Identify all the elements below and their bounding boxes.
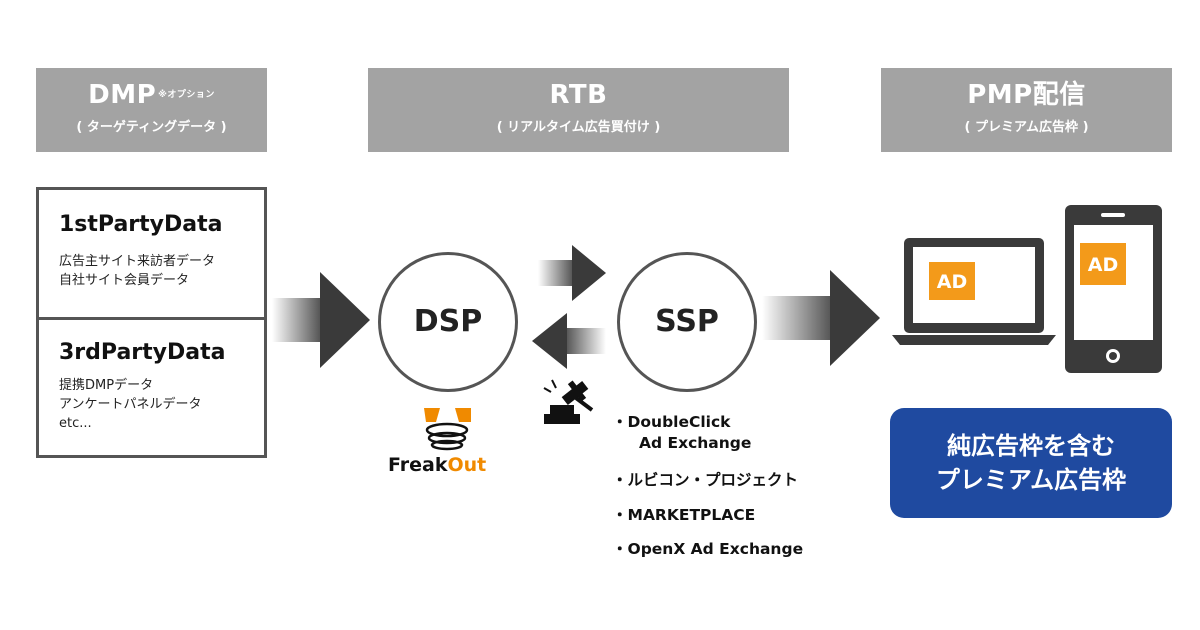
list-item: ・MARKETPLACE xyxy=(612,503,755,525)
rtb-header: RTB ( リアルタイム広告買付け ) xyxy=(368,68,789,152)
brand-prefix: Freak xyxy=(388,454,448,476)
rtb-subtitle: ( リアルタイム広告買付け ) xyxy=(496,120,661,135)
freakout-brand: FreakOut xyxy=(388,454,486,476)
list-item: ・DoubleClick xyxy=(612,410,730,432)
dmp-title: DMP xyxy=(88,80,157,110)
bullet: ・ xyxy=(612,471,628,489)
phone-ad-label: AD xyxy=(1080,243,1126,285)
list-item-label: Ad Exchange xyxy=(639,434,752,452)
third-party-data-box: 3rdPartyData 提携DMPデータ アンケートパネルデータ etc... xyxy=(36,320,267,458)
list-item: ・OpenX Ad Exchange xyxy=(612,537,803,559)
premium-line-1: 純広告枠を含む xyxy=(947,432,1115,460)
arrow-right-icon xyxy=(762,270,880,366)
rtb-title: RTB xyxy=(549,80,608,110)
third-party-lines: 提携DMPデータ アンケートパネルデータ etc... xyxy=(59,376,201,433)
list-item-label: OpenX Ad Exchange xyxy=(627,540,804,558)
bullet: ・ xyxy=(612,506,628,524)
bullet: ・ xyxy=(612,540,628,558)
pmp-header: PMP配信 ( プレミアム広告枠 ) xyxy=(881,68,1172,152)
ssp-node: SSP xyxy=(617,252,757,392)
third-party-line: アンケートパネルデータ xyxy=(59,397,202,412)
arrow-left-icon xyxy=(532,313,606,369)
premium-inventory-badge: 純広告枠を含む プレミアム広告枠 xyxy=(890,408,1172,518)
freakout-logo-icon xyxy=(424,408,471,451)
first-party-data-box: 1stPartyData 広告主サイト来訪者データ 自社サイト会員データ xyxy=(36,187,267,320)
gavel-icon xyxy=(543,379,594,424)
third-party-line: etc... xyxy=(59,416,92,431)
list-item-label: ルビコン・プロジェクト xyxy=(627,471,799,489)
laptop-ad-label: AD xyxy=(929,262,975,300)
list-item-label: MARKETPLACE xyxy=(627,506,756,524)
dmp-subtitle: ( ターゲティングデータ ) xyxy=(76,120,227,135)
arrow-right-icon xyxy=(272,272,370,368)
dsp-node: DSP xyxy=(378,252,518,392)
dmp-note: ※オプション xyxy=(158,90,215,100)
bullet: ・ xyxy=(612,413,628,431)
arrow-right-icon xyxy=(538,245,606,301)
brand-suffix: Out xyxy=(447,454,487,476)
pmp-subtitle: ( プレミアム広告枠 ) xyxy=(964,120,1089,135)
smartphone-icon xyxy=(1065,205,1162,373)
third-party-title: 3rdPartyData xyxy=(59,340,226,365)
premium-line-2: プレミアム広告枠 xyxy=(935,466,1127,494)
first-party-lines: 広告主サイト来訪者データ 自社サイト会員データ xyxy=(59,252,215,290)
first-party-line: 自社サイト会員データ xyxy=(59,273,190,288)
dmp-header: DMP※オプション ( ターゲティングデータ ) xyxy=(36,68,267,152)
list-item: Ad Exchange xyxy=(639,434,751,452)
third-party-line: 提携DMPデータ xyxy=(59,378,154,393)
pmp-title: PMP配信 xyxy=(967,80,1086,110)
first-party-line: 広告主サイト来訪者データ xyxy=(59,254,216,269)
list-item-label: DoubleClick xyxy=(627,413,731,431)
first-party-title: 1stPartyData xyxy=(59,212,223,237)
list-item: ・ルビコン・プロジェクト xyxy=(612,468,798,490)
